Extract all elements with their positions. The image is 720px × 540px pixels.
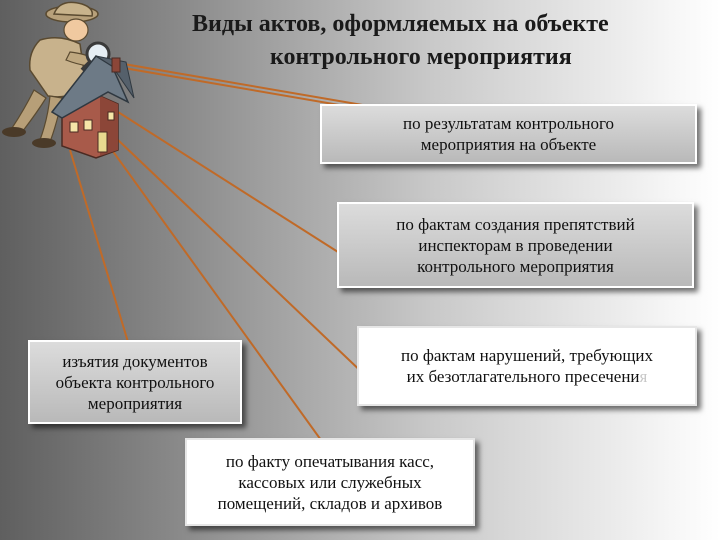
box-violations: по фактам нарушений, требующих их безотл… xyxy=(357,326,697,406)
title-line-2: контрольного мероприятия xyxy=(270,44,572,70)
box-violations-text: по фактам нарушений, требующих их безотл… xyxy=(401,345,653,387)
box-violations-main: по фактам нарушений, требующих их безотл… xyxy=(400,346,654,386)
connector-results xyxy=(111,61,381,109)
box-sealing: по факту опечатывания касс, кассовых или… xyxy=(185,438,475,526)
box-results: по результатам контрольного мероприятия … xyxy=(320,104,697,164)
box-sealing-text: по факту опечатывания касс, кассовых или… xyxy=(217,451,443,513)
connector-violations xyxy=(117,139,369,379)
page-title: Виды актов, оформляемых на объекте контр… xyxy=(150,8,710,74)
title-line-1: Виды актов, оформляемых на объекте xyxy=(192,11,609,37)
box-violations-tail: я xyxy=(639,367,648,386)
connector-obstacles xyxy=(117,111,339,253)
box-seizure-text: изъятия документов объекта контрольного … xyxy=(55,351,215,413)
box-results-text: по результатам контрольного мероприятия … xyxy=(402,114,615,154)
box-seizure: изъятия документов объекта контрольного … xyxy=(28,340,242,424)
box-obstacles-text: по фактам создания препятствий инспектор… xyxy=(396,214,635,276)
house-icon xyxy=(50,55,135,159)
box-obstacles: по фактам создания препятствий инспектор… xyxy=(337,202,694,288)
connector-sealing xyxy=(111,149,327,448)
connector-seizure xyxy=(69,149,129,343)
